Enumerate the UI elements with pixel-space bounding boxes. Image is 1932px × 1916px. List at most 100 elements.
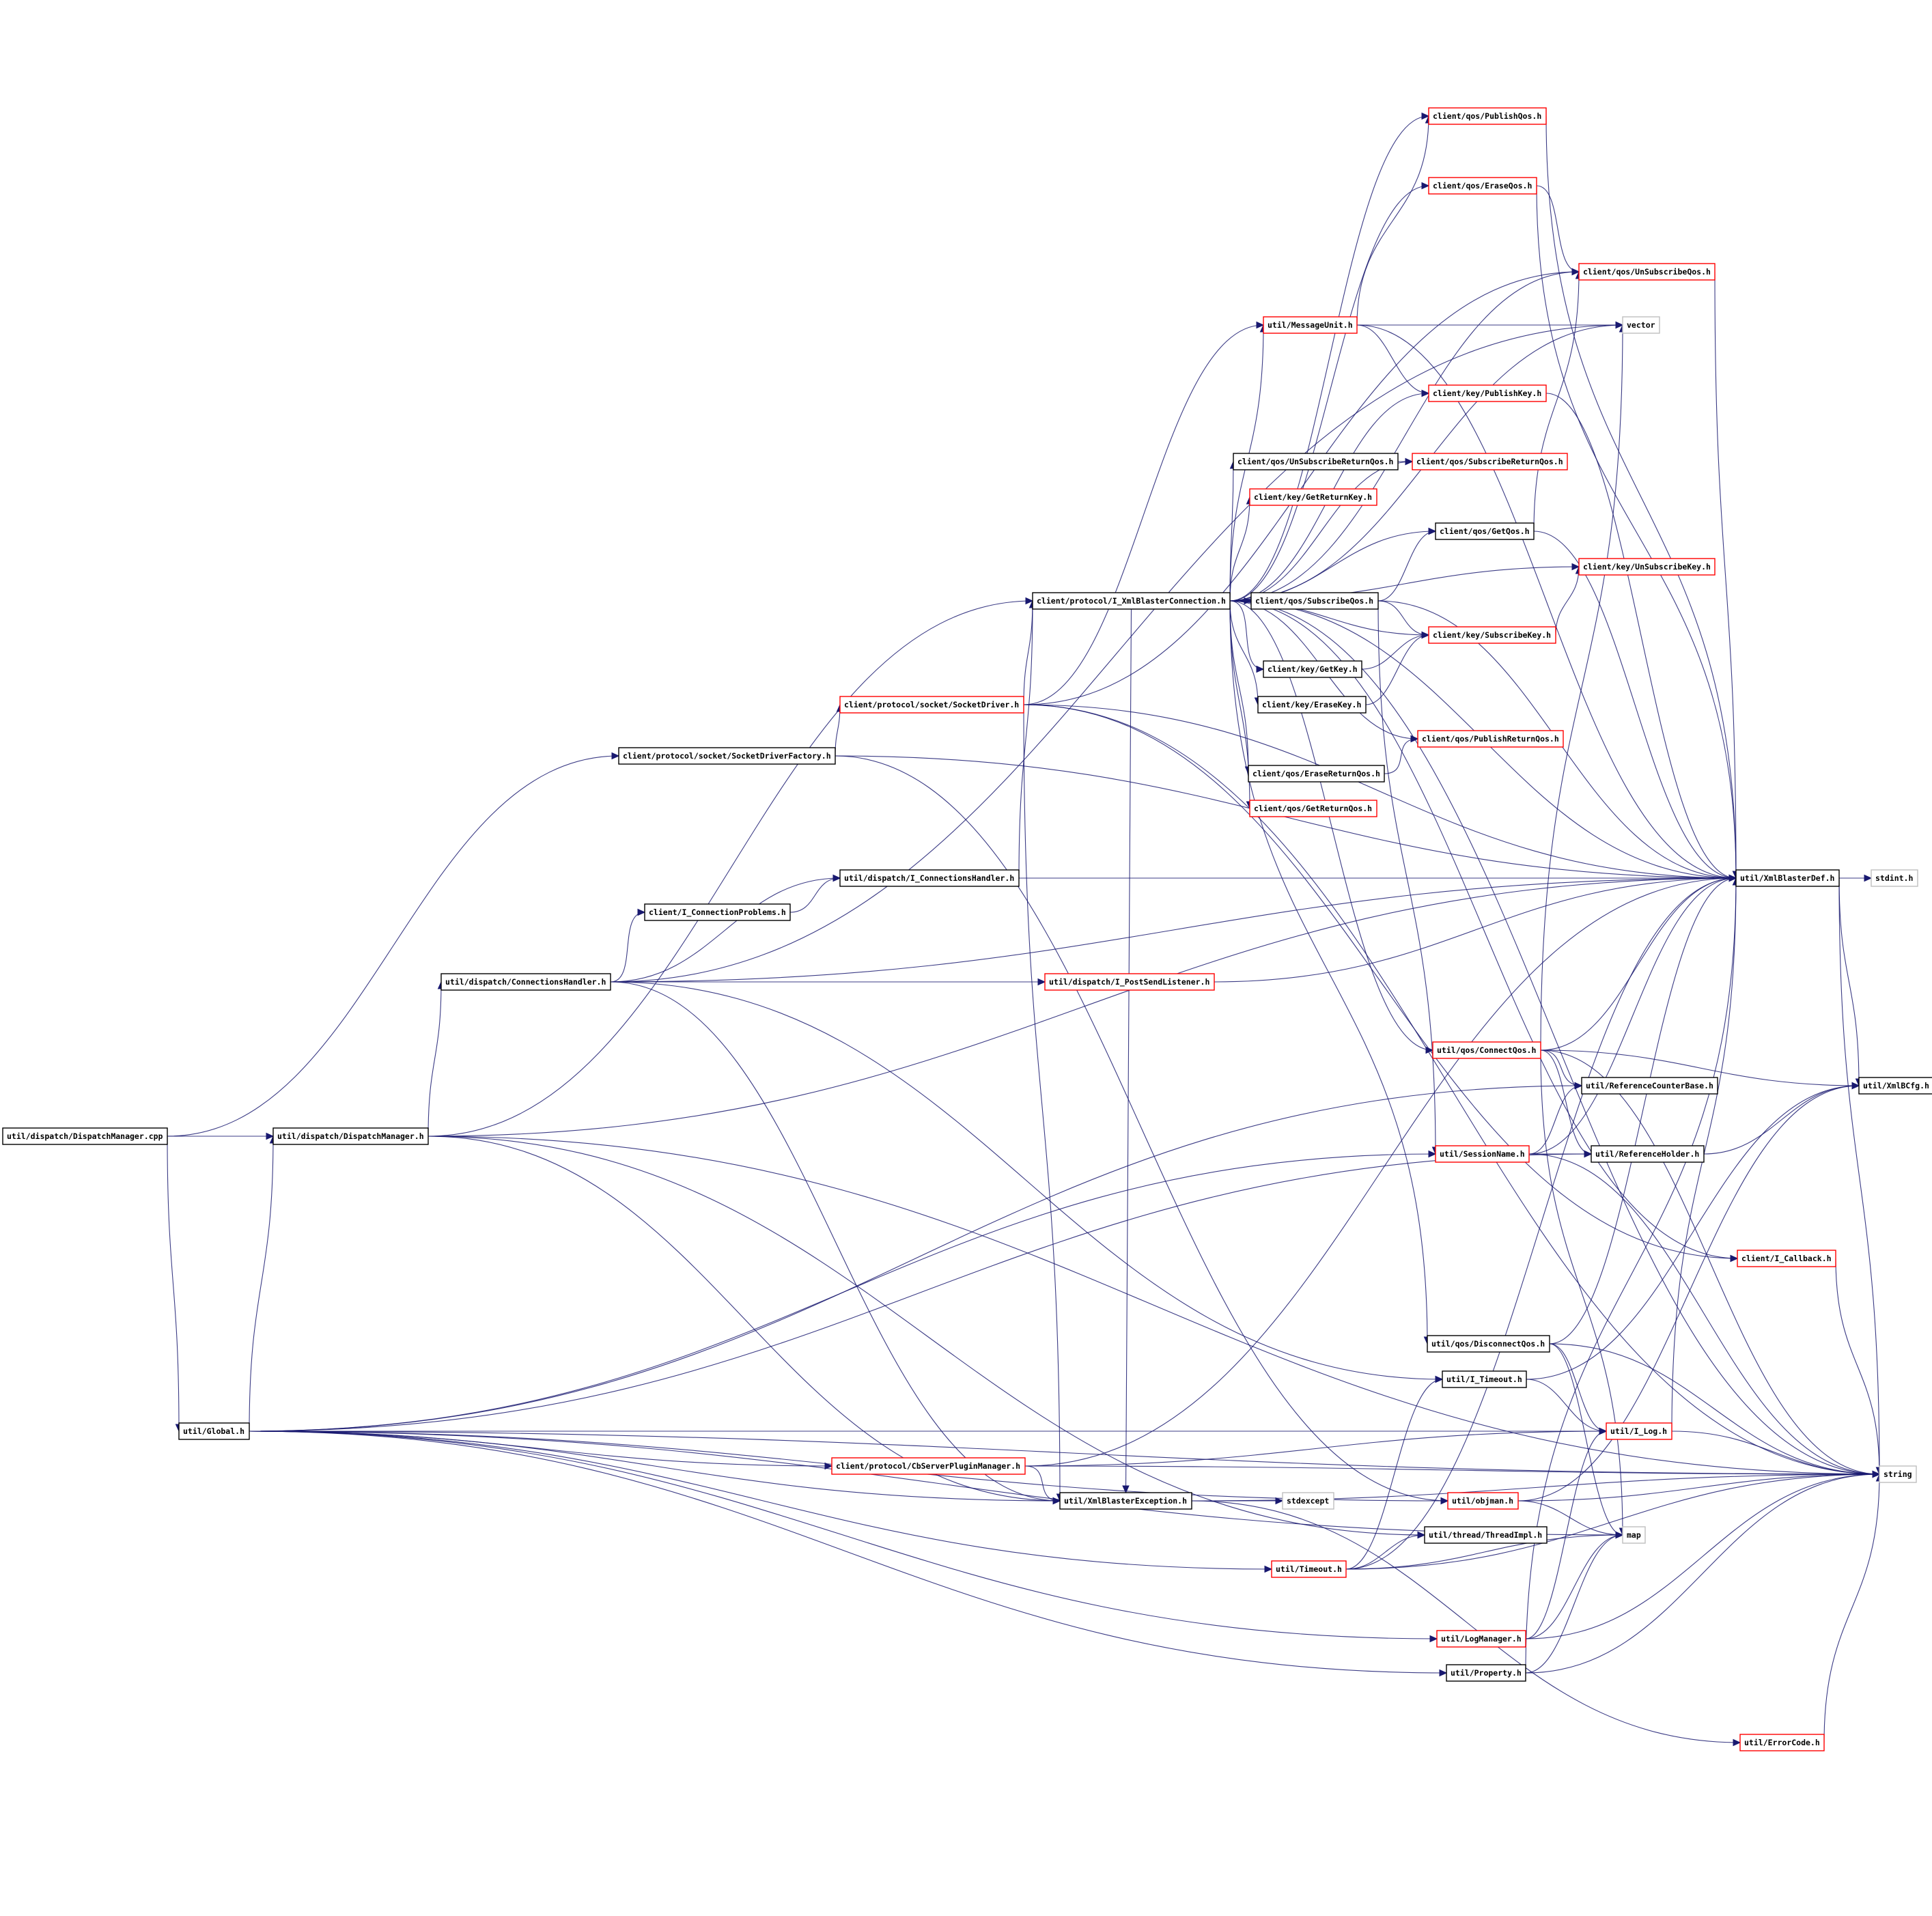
node-box <box>1447 1492 1519 1510</box>
node-publishqos-h[interactable]: client/qos/PublishQos.h <box>1428 107 1547 125</box>
node-publishkey-h[interactable]: client/key/PublishKey.h <box>1428 384 1547 402</box>
edge-connectionshandler-h-to-xmlblasterdef-h <box>610 877 1737 983</box>
node-xmlbcfg-h[interactable]: util/XmlBCfg.h <box>1858 1077 1932 1095</box>
node-unsubscribeqos-h[interactable]: client/qos/UnSubscribeQos.h <box>1578 263 1716 281</box>
node-label: util/dispatch/I_ConnectionsHandler.h <box>844 873 1014 884</box>
node-label: client/key/UnSubscribeKey.h <box>1583 562 1711 572</box>
edge-connectqos-h-to-string <box>1540 1049 1880 1475</box>
edge-i-xmlblasterconnection-h-to-eraseqos-h <box>1229 185 1429 602</box>
node-connectqos-h[interactable]: util/qos/ConnectQos.h <box>1432 1041 1541 1059</box>
node-box <box>1249 800 1377 817</box>
node-subscribekey-h[interactable]: client/key/SubscribeKey.h <box>1428 626 1556 644</box>
node-i-callback-h[interactable]: client/I_Callback.h <box>1737 1250 1836 1267</box>
arrowhead <box>1275 1497 1284 1505</box>
edge-sessionname-h-to-referencecounterbase-h <box>1528 1085 1582 1155</box>
node-i-xmlblasterconnection-h[interactable]: client/protocol/I_XmlBlasterConnection.h <box>1032 592 1231 610</box>
node-getreturnqos-h[interactable]: client/qos/GetReturnQos.h <box>1249 800 1377 817</box>
node-label: client/qos/PublishQos.h <box>1433 111 1541 121</box>
node-unsubscribereturnqos-h[interactable]: client/qos/UnSubscribeReturnQos.h <box>1233 453 1399 470</box>
edge-global-h-to-string <box>249 1431 1880 1475</box>
edge-disconnectqos-h-to-xmlblasterdef-h <box>1549 877 1737 1344</box>
node-label: util/Global.h <box>183 1426 244 1436</box>
node-threadimpl-h[interactable]: util/thread/ThreadImpl.h <box>1424 1526 1548 1544</box>
node-i-log-h[interactable]: util/I_Log.h <box>1606 1422 1672 1440</box>
node-socketdriverfactory-h[interactable]: client/protocol/socket/SocketDriverFacto… <box>618 747 836 765</box>
edge-i-xmlblasterconnection-h-to-disconnectqos-h <box>1229 600 1428 1344</box>
edge-cbserverpluginmanager-h-to-xmlblasterexception-h <box>1024 1465 1061 1502</box>
edge-objman-h-to-string <box>1517 1474 1880 1502</box>
arrowhead <box>1421 389 1430 397</box>
node-label: client/qos/UnSubscribeQos.h <box>1583 267 1711 277</box>
edge-dispatchmanager-cpp-to-socketdriverfactory-h <box>167 755 619 1137</box>
node-label: client/qos/PublishReturnQos.h <box>1422 734 1559 744</box>
edge-i-xmlblasterconnection-h-to-xmlblasterexception-h <box>1125 608 1132 1493</box>
arrowhead <box>1256 321 1265 329</box>
node-subscribeqos-h[interactable]: client/qos/SubscribeQos.h <box>1250 592 1379 610</box>
node-dispatchmanager-h[interactable]: util/dispatch/DispatchManager.h <box>272 1127 429 1145</box>
node-referencecounterbase-h[interactable]: util/ReferenceCounterBase.h <box>1581 1077 1718 1095</box>
node-vector[interactable]: vector <box>1622 316 1660 334</box>
node-subscribereturnqos-h[interactable]: client/qos/SubscribeReturnQos.h <box>1412 453 1568 470</box>
node-label: util/ReferenceCounterBase.h <box>1586 1081 1713 1090</box>
node-errorcode-h[interactable]: util/ErrorCode.h <box>1739 1734 1825 1751</box>
node-box <box>1428 107 1547 125</box>
node-erasereturnqos-h[interactable]: client/qos/EraseReturnQos.h <box>1248 765 1385 783</box>
arrowhead <box>1872 1470 1881 1478</box>
node-timeout-h[interactable]: util/Timeout.h <box>1271 1560 1347 1578</box>
node-getkey-h[interactable]: client/key/GetKey.h <box>1263 660 1362 678</box>
node-property-h[interactable]: util/Property.h <box>1446 1664 1526 1682</box>
node-getqos-h[interactable]: client/qos/GetQos.h <box>1435 522 1535 540</box>
edge-global-h-to-logmanager-h <box>249 1431 1438 1639</box>
edge-eraseqos-h-to-unsubscribeqos-h <box>1536 185 1580 272</box>
edge-global-h-to-xmlblasterexception-h <box>249 1431 1061 1502</box>
node-box <box>1436 1630 1526 1648</box>
arrowhead <box>1052 1497 1061 1505</box>
node-label: util/dispatch/DispatchManager.cpp <box>7 1131 163 1141</box>
node-label: client/protocol/socket/SocketDriverFacto… <box>623 751 831 761</box>
node-box <box>1428 626 1556 644</box>
node-stdint-h[interactable]: stdint.h <box>1871 869 1918 887</box>
node-sessionname-h[interactable]: util/SessionName.h <box>1435 1145 1530 1163</box>
node-logmanager-h[interactable]: util/LogManager.h <box>1436 1630 1526 1648</box>
node-cbserverpluginmanager-h[interactable]: client/protocol/CbServerPluginManager.h <box>831 1457 1026 1475</box>
arrowhead <box>1851 1082 1860 1090</box>
node-string[interactable]: string <box>1879 1465 1917 1483</box>
node-connectionshandler-h[interactable]: util/dispatch/ConnectionsHandler.h <box>440 973 611 991</box>
edge-i-postsendlistener-h-to-xmlblasterdef-h <box>1214 877 1737 983</box>
node-i-timeout-h[interactable]: util/I_Timeout.h <box>1442 1370 1527 1388</box>
node-label: string <box>1884 1469 1912 1479</box>
node-publishreturnqos-h[interactable]: client/qos/PublishReturnQos.h <box>1417 730 1564 748</box>
node-map[interactable]: map <box>1622 1526 1646 1544</box>
node-box <box>1250 592 1379 610</box>
node-box <box>839 696 1024 714</box>
arrowhead <box>1429 1635 1438 1643</box>
node-xmlblasterdef-h[interactable]: util/XmlBlasterDef.h <box>1735 869 1840 887</box>
edge-timeout-h-to-xmlblasterdef-h <box>1345 877 1737 1570</box>
edge-i-xmlblasterconnection-h-to-i-callback-h <box>1229 600 1738 1259</box>
node-i-connectionshandler-h[interactable]: util/dispatch/I_ConnectionsHandler.h <box>839 869 1020 887</box>
node-referenceholder-h[interactable]: util/ReferenceHolder.h <box>1591 1145 1705 1163</box>
node-getreturnkey-h[interactable]: client/key/GetReturnKey.h <box>1249 488 1377 506</box>
node-box <box>1282 1492 1334 1510</box>
arrowhead <box>1615 321 1624 329</box>
edge-connectionshandler-h-to-i-timeout-h <box>610 981 1443 1380</box>
edge-getqos-h-to-xmlblasterdef-h <box>1533 531 1737 879</box>
node-i-postsendlistener-h[interactable]: util/dispatch/I_PostSendListener.h <box>1044 973 1215 991</box>
node-erasekey-h[interactable]: client/key/EraseKey.h <box>1257 696 1367 714</box>
edge-i-timeout-h-to-i-log-h <box>1526 1379 1607 1432</box>
node-eraseqos-h[interactable]: client/qos/EraseQos.h <box>1428 177 1537 195</box>
node-label: client/protocol/I_XmlBlasterConnection.h <box>1037 596 1226 606</box>
node-label: vector <box>1627 320 1655 330</box>
node-messageunit-h[interactable]: util/MessageUnit.h <box>1263 316 1358 334</box>
node-stdexcept[interactable]: stdexcept <box>1282 1492 1334 1510</box>
node-label: util/I_Timeout.h <box>1446 1375 1522 1385</box>
node-i-connectionproblems-h[interactable]: client/I_ConnectionProblems.h <box>644 903 791 921</box>
node-global-h[interactable]: util/Global.h <box>178 1422 250 1440</box>
node-disconnectqos-h[interactable]: util/qos/DisconnectQos.h <box>1427 1335 1550 1353</box>
node-dispatchmanager-cpp[interactable]: util/dispatch/DispatchManager.cpp <box>2 1127 168 1145</box>
node-unsubscribekey-h[interactable]: client/key/UnSubscribeKey.h <box>1578 558 1716 576</box>
edge-disconnectqos-h-to-map <box>1549 1343 1623 1536</box>
node-socketdriver-h[interactable]: client/protocol/socket/SocketDriver.h <box>839 696 1024 714</box>
node-objman-h[interactable]: util/objman.h <box>1447 1492 1519 1510</box>
node-xmlblasterexception-h[interactable]: util/XmlBlasterException.h <box>1059 1492 1192 1510</box>
